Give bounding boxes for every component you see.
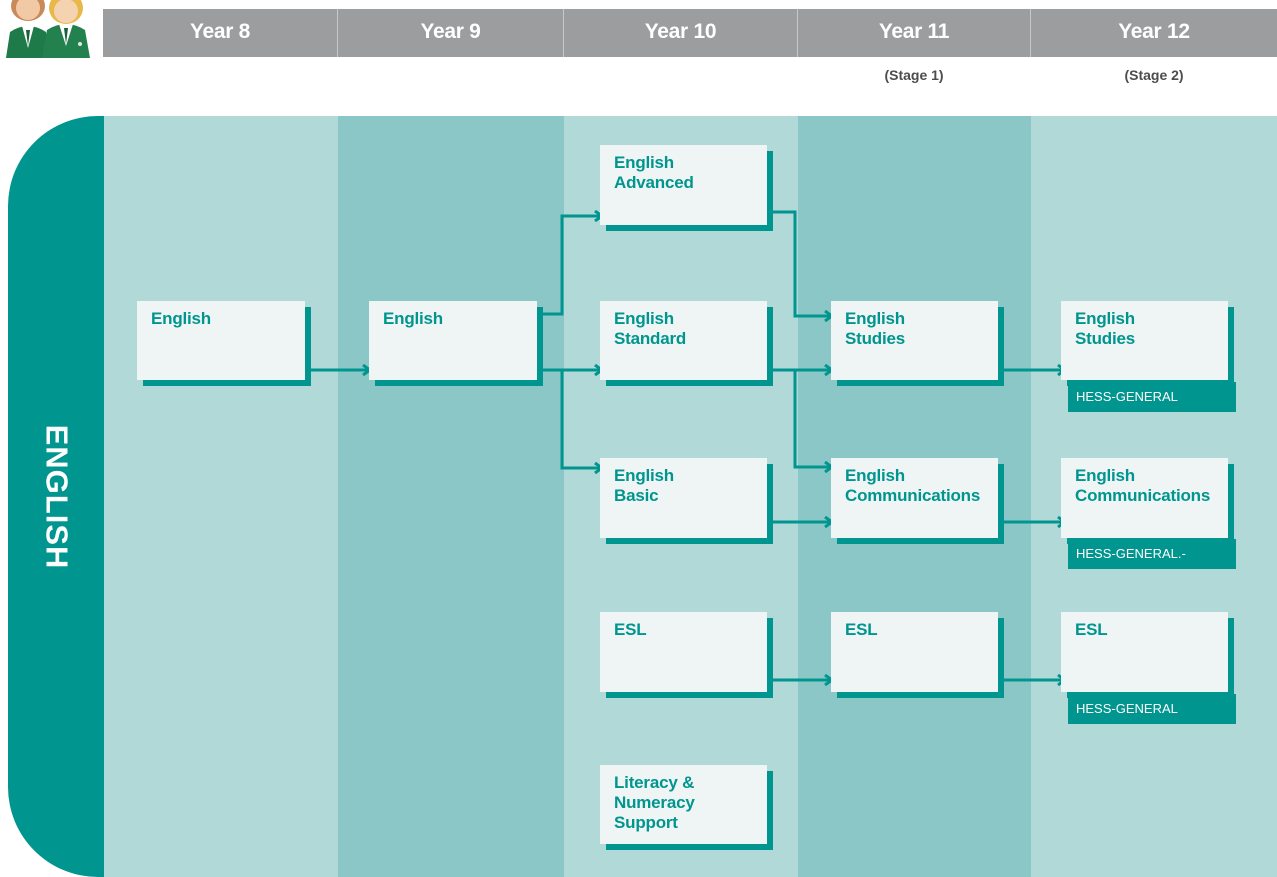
course-box: English	[369, 301, 537, 380]
course-title: English Communications	[845, 466, 981, 505]
hess-general-tag: HESS-GENERAL.-	[1068, 539, 1236, 569]
year-9-header: Year 9	[420, 20, 481, 43]
year-9-column	[338, 116, 564, 877]
course-title: Literacy & Numeracy Support	[614, 773, 695, 832]
year-8-header: Year 8	[189, 20, 251, 43]
course-box: English Advanced	[600, 145, 767, 225]
course-box: English Communications	[1061, 458, 1228, 538]
course-box: English	[137, 301, 305, 380]
hess-general-tag: HESS-GENERAL	[1068, 382, 1236, 412]
header-divider	[1030, 9, 1031, 57]
course-title: English Studies	[845, 309, 906, 348]
course-title: ESL	[1075, 620, 1108, 639]
course-box: ESL	[1061, 612, 1228, 692]
arrow-advanced-to-studies	[772, 210, 831, 316]
course-title: ESL	[845, 620, 878, 639]
year-header-bar	[103, 9, 1277, 57]
year-10-header: Year 10	[644, 20, 717, 43]
arrow-y9-to-advanced	[540, 216, 601, 316]
course-box: English Communications	[831, 458, 998, 538]
year-8-column	[103, 116, 338, 877]
course-title: English Studies	[1075, 309, 1136, 348]
hess-general-tag: HESS-GENERAL	[1068, 694, 1236, 724]
course-title: English	[383, 309, 443, 328]
course-title: English Standard	[614, 309, 687, 348]
course-box: ESL	[600, 612, 767, 692]
year-11-stage-label: (Stage 1)	[884, 67, 944, 83]
course-box: ESL	[831, 612, 998, 692]
students-avatar-icon	[0, 0, 105, 58]
course-title: English Basic	[614, 466, 674, 505]
course-title: English Advanced	[614, 153, 694, 192]
header-divider	[563, 9, 564, 57]
arrow-y9-to-basic	[560, 370, 601, 468]
course-title: English	[151, 309, 211, 328]
course-box: English Studies	[831, 301, 998, 380]
year-12-header: Year 12	[1118, 20, 1190, 43]
year-11-header: Year 11	[878, 20, 950, 43]
course-box: Literacy & Numeracy Support	[600, 765, 767, 844]
header-divider	[797, 9, 798, 57]
subject-tab: ENGLISH	[8, 116, 104, 877]
course-box: English Studies	[1061, 301, 1228, 380]
header-divider	[337, 9, 338, 57]
course-box: English Basic	[600, 458, 767, 538]
course-title: English Communications	[1075, 466, 1211, 505]
year-12-stage-label: (Stage 2)	[1124, 67, 1184, 83]
arrow-standard-to-communications	[793, 370, 831, 467]
course-box: English Standard	[600, 301, 767, 380]
course-title: ESL	[614, 620, 647, 639]
